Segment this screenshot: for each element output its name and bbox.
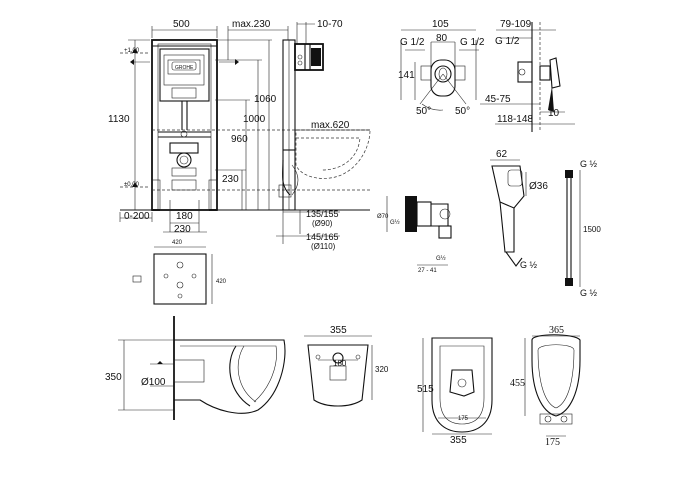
wall-connector: Ø70 G½ G½ 27 - 41	[377, 196, 452, 274]
spray-g-right: G ½	[520, 260, 538, 270]
installation-frame-front: GROHE	[120, 39, 370, 211]
level-zero-label: ±0,00	[124, 182, 140, 188]
toilet-h350: 350	[105, 372, 122, 383]
toilet-h320: 320	[375, 365, 389, 374]
max-depth-label: max.230	[232, 19, 271, 30]
mixer-side: 79-109 G 1/2 45-75 10 118-148	[480, 19, 575, 132]
dim-width: 500	[151, 19, 218, 38]
dim-pipes: 135/155 (Ø90) 145/165 (Ø110)	[276, 209, 340, 251]
dim-bottom: 0-200 180 230	[119, 200, 207, 235]
mixer-d105: 105	[432, 19, 449, 30]
mixer-g-side: G 1/2	[495, 36, 520, 47]
pipe-b-label: 145/165	[306, 232, 339, 242]
seat-w365: 365	[549, 325, 564, 336]
mixer-front: 105 80 G 1/2 G 1/2 50° 50° 141	[398, 19, 485, 117]
plate-h420: 420	[216, 279, 227, 285]
toilet-d180: 180	[333, 359, 347, 368]
hose: G ½ 1500 G ½	[565, 159, 601, 298]
dim-heights-right: 1060 1000 960 230	[215, 39, 277, 210]
h1060-label: 1060	[254, 94, 277, 105]
mixer-angle-left: 50°	[416, 106, 431, 117]
toilet-d515: 515	[417, 384, 434, 395]
mixer-d118-148: 118-148	[497, 114, 533, 125]
toilet-d175: 175	[458, 416, 469, 422]
frame-width-label: 500	[173, 19, 190, 30]
bidet-g-left: G½	[390, 219, 400, 226]
dim-max-depth: max.230	[227, 19, 289, 60]
bidet-g-bottom: G½	[436, 255, 446, 262]
height-total-label: 1130	[108, 114, 130, 125]
spray-d36: Ø36	[529, 181, 548, 192]
mixer-g-right: G 1/2	[460, 37, 485, 48]
h960-label: 960	[231, 134, 248, 145]
bidet-d27-41: 27 - 41	[418, 268, 437, 274]
dim-plate-range: 10-70	[296, 19, 343, 44]
mixer-d80: 80	[436, 33, 448, 44]
toilet-back: 355 180 320	[304, 325, 389, 407]
spray-d62: 62	[496, 149, 508, 160]
pipe-a-label: 135/155	[306, 209, 339, 219]
toilet-side: 350 Ø100	[105, 316, 286, 420]
pipe-a-d-label: (Ø90)	[312, 219, 333, 228]
toilet-w355b: 355	[450, 435, 467, 446]
dim-height-total: 1130 +1,00 ±0,00	[108, 39, 150, 210]
mixer-g-left: G 1/2	[400, 37, 425, 48]
hose-bottom: G ½	[580, 288, 598, 298]
level-plus-label: +1,00	[124, 48, 140, 54]
pipe-b-d-label: (Ø110)	[311, 242, 336, 251]
toilet-d100: Ø100	[141, 377, 166, 388]
w180-label: 180	[176, 211, 193, 222]
cover-plate: 420 420	[132, 240, 227, 305]
h230-label: 230	[222, 174, 239, 185]
mixer-angle-right: 50°	[455, 106, 470, 117]
mixer-d45-75: 45-75	[485, 94, 511, 105]
toilet-seat: 365 455 175	[510, 325, 581, 448]
toilet-w355: 355	[330, 325, 347, 336]
hose-top: G ½	[580, 159, 598, 169]
dim-max-620: max.620	[295, 120, 370, 131]
mixer-d79-109: 79-109	[500, 19, 532, 30]
hose-length: 1500	[583, 225, 601, 234]
spray-handle: 62 Ø36 G ½	[490, 149, 548, 270]
offset-label: 0-200	[124, 211, 150, 222]
seat-d175: 175	[545, 437, 560, 448]
installation-frame-side	[278, 39, 371, 211]
seat-h455: 455	[510, 378, 525, 389]
svg-text:GROHE: GROHE	[175, 65, 194, 71]
bidet-d70: Ø70	[377, 214, 389, 220]
h1000-label: 1000	[243, 114, 266, 125]
toilet-top: 515 175 355	[417, 337, 493, 446]
plate-range-label: 10-70	[317, 19, 343, 30]
mixer-h141: 141	[398, 70, 415, 81]
w230-label: 230	[174, 224, 191, 235]
max620-label: max.620	[311, 120, 350, 131]
plate-w420: 420	[172, 240, 183, 246]
mixer-d10: 10	[548, 108, 560, 119]
